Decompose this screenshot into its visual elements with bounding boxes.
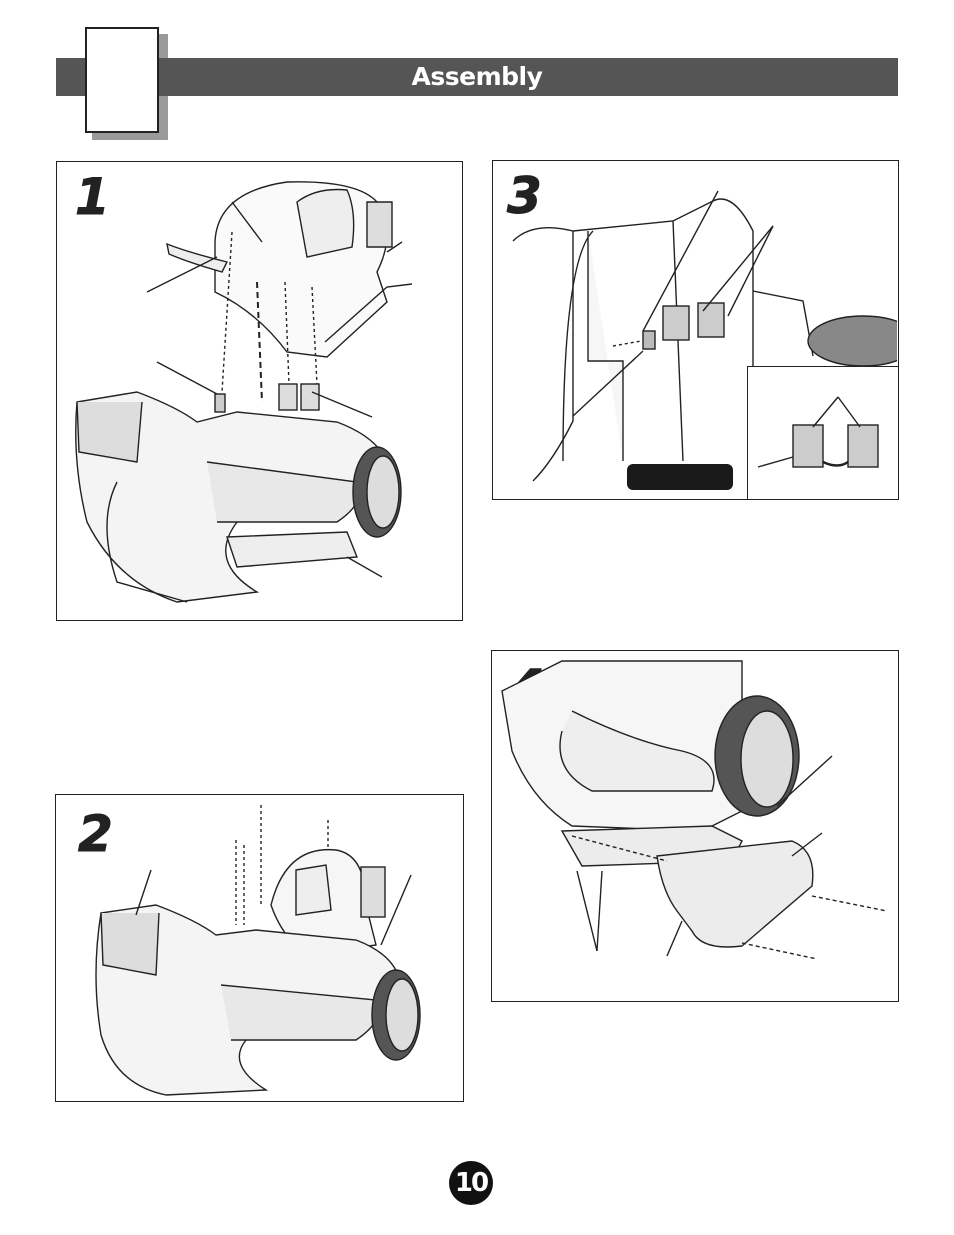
step-2-panel: 2 bbox=[55, 794, 464, 1102]
step-1-illustration bbox=[57, 162, 461, 619]
step-3-panel: 3 bbox=[492, 160, 899, 500]
header-tab-box bbox=[85, 27, 159, 133]
step-3-black-label bbox=[627, 464, 733, 490]
step-4-illustration bbox=[492, 651, 897, 1000]
page-title: Assembly bbox=[56, 58, 898, 96]
step-4-panel: 4 bbox=[491, 650, 899, 1002]
step-1-panel: 1 bbox=[56, 161, 463, 621]
step-3-inset-illustration bbox=[748, 367, 898, 499]
page-number: 10 bbox=[449, 1161, 493, 1205]
step-2-illustration bbox=[56, 795, 462, 1100]
step-3-inset bbox=[747, 366, 899, 500]
